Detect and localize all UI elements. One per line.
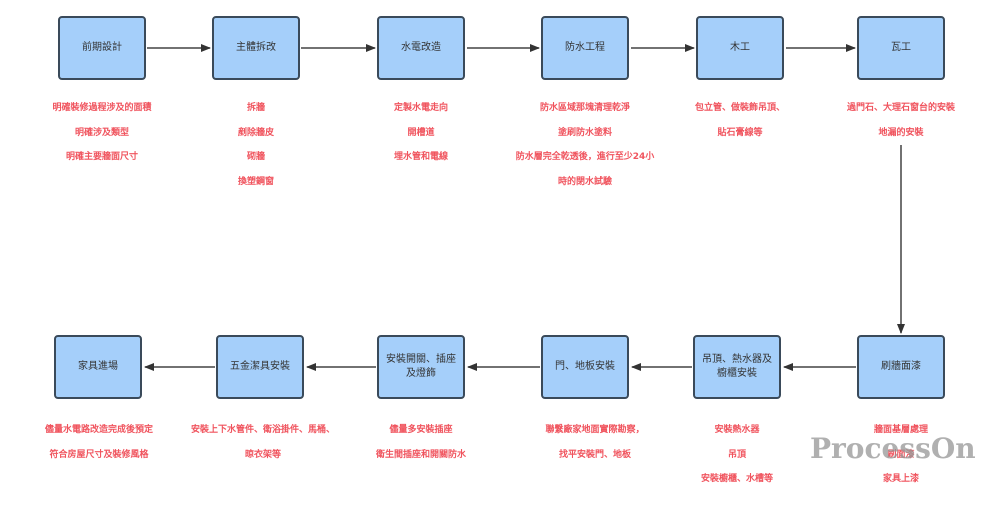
step-box-wall-paint[interactable]: 刷牆面漆: [857, 335, 945, 399]
note-line: 換塑鋼窗: [237, 176, 274, 187]
note-line: 家具上漆: [882, 474, 919, 484]
note-line: 吊頂: [727, 449, 746, 460]
note-line: 開槽道: [407, 127, 435, 138]
step-box-tiling[interactable]: 瓦工: [857, 16, 945, 80]
step-label: 家具進場: [78, 361, 118, 372]
note-line: 牆面基層處理: [873, 425, 928, 435]
note-line: 地漏的安裝: [878, 127, 924, 138]
step-box-ceiling-heater-cabinet[interactable]: 吊頂、熱水器及櫥櫃安裝: [693, 335, 781, 399]
note-line: 貼石膏線等: [717, 127, 763, 138]
step-notes-plumbing-electrical: 定製水電走向 開槽道 埋水管和電線: [361, 96, 481, 170]
step-notes-carpentry: 包立管、做裝飾吊頂、 貼石膏線等: [680, 96, 800, 145]
step-box-switch-socket-lighting[interactable]: 安裝開關、插座及燈飾: [377, 335, 465, 399]
step-label: 安裝開關、插座及燈飾: [386, 354, 456, 379]
note-line: 儘量水電路改造完成後預定: [44, 425, 153, 435]
watermark-logo: ProcessOn: [810, 432, 976, 465]
note-line: 刷面漆: [887, 449, 915, 460]
step-notes-hardware-sanitary: 安裝上下水管件、衛浴掛件、馬桶、 晾衣架等: [178, 418, 348, 467]
note-line: 安裝上下水管件、衛浴掛件、馬桶、: [190, 425, 335, 435]
step-notes-furniture: 儘量水電路改造完成後預定 符合房屋尺寸及裝修風格: [24, 418, 174, 467]
step-box-furniture[interactable]: 家具進場: [54, 335, 142, 399]
note-line: 定製水電走向: [393, 103, 448, 113]
note-line: 時的閉水試驗: [557, 176, 612, 187]
step-notes-tiling: 過門石、大理石窗台的安裝 地漏的安裝: [826, 96, 976, 145]
note-line: 明確主要牆面尺寸: [65, 152, 138, 162]
step-notes-design: 明確裝修過程涉及的面積 明確涉及類型 明確主要牆面尺寸: [22, 96, 182, 170]
note-line: 防水層完全乾透後，進行至少24小: [515, 152, 655, 162]
step-label: 門、地板安裝: [555, 361, 615, 372]
note-line: 儘量多安裝插座: [389, 425, 453, 435]
note-line: 明確裝修過程涉及的面積: [52, 103, 152, 113]
step-box-door-floor[interactable]: 門、地板安裝: [541, 335, 629, 399]
step-notes-door-floor: 聯繫廠家地面實際勘察， 找平安裝門、地板: [520, 418, 670, 467]
note-line: 防水區域那塊清理乾淨: [539, 103, 630, 113]
step-label: 五金潔具安裝: [230, 361, 290, 372]
note-line: 衛生間插座和開關防水: [375, 449, 466, 460]
note-line: 塗刷防水塗料: [557, 127, 612, 138]
note-line: 找平安裝門、地板: [558, 449, 631, 460]
step-label: 防水工程: [565, 42, 605, 53]
step-notes-waterproofing: 防水區域那塊清理乾淨 塗刷防水塗料 防水層完全乾透後，進行至少24小 時的閉水試…: [500, 96, 670, 194]
step-notes-switch-socket-lighting: 儘量多安裝插座 衛生間插座和開關防水: [356, 418, 486, 467]
note-line: 聯繫廠家地面實際勘察，: [545, 425, 645, 435]
step-notes-demolition: 拆牆 剷除牆皮 砌牆 換塑鋼窗: [196, 96, 316, 194]
note-line: 晾衣架等: [244, 449, 281, 460]
note-line: 過門石、大理石窗台的安裝: [846, 103, 955, 113]
step-label: 前期設計: [82, 42, 122, 53]
step-label: 木工: [730, 42, 750, 53]
step-notes-wall-paint: 牆面基層處理 刷面漆 家具上漆: [841, 418, 961, 492]
step-label: 水電改造: [401, 42, 441, 53]
note-line: 符合房屋尺寸及裝修風格: [49, 449, 149, 460]
note-line: 安裝熱水器: [714, 425, 760, 435]
step-box-plumbing-electrical[interactable]: 水電改造: [377, 16, 465, 80]
step-box-design[interactable]: 前期設計: [58, 16, 146, 80]
note-line: 安裝櫥櫃、水槽等: [700, 474, 773, 484]
step-label: 主體拆改: [236, 42, 276, 53]
step-box-waterproofing[interactable]: 防水工程: [541, 16, 629, 80]
note-line: 拆牆: [246, 103, 265, 113]
step-box-demolition[interactable]: 主體拆改: [212, 16, 300, 80]
step-notes-ceiling-heater-cabinet: 安裝熱水器 吊頂 安裝櫥櫃、水槽等: [682, 418, 792, 492]
step-box-hardware-sanitary[interactable]: 五金潔具安裝: [216, 335, 304, 399]
note-line: 剷除牆皮: [237, 127, 274, 138]
step-label: 瓦工: [891, 42, 911, 53]
note-line: 包立管、做裝飾吊頂、: [694, 103, 785, 113]
note-line: 明確涉及類型: [74, 127, 129, 138]
step-label: 刷牆面漆: [881, 361, 921, 372]
note-line: 埋水管和電線: [393, 152, 448, 162]
note-line: 砌牆: [246, 152, 265, 162]
step-box-carpentry[interactable]: 木工: [696, 16, 784, 80]
step-label: 吊頂、熱水器及櫥櫃安裝: [702, 354, 772, 379]
